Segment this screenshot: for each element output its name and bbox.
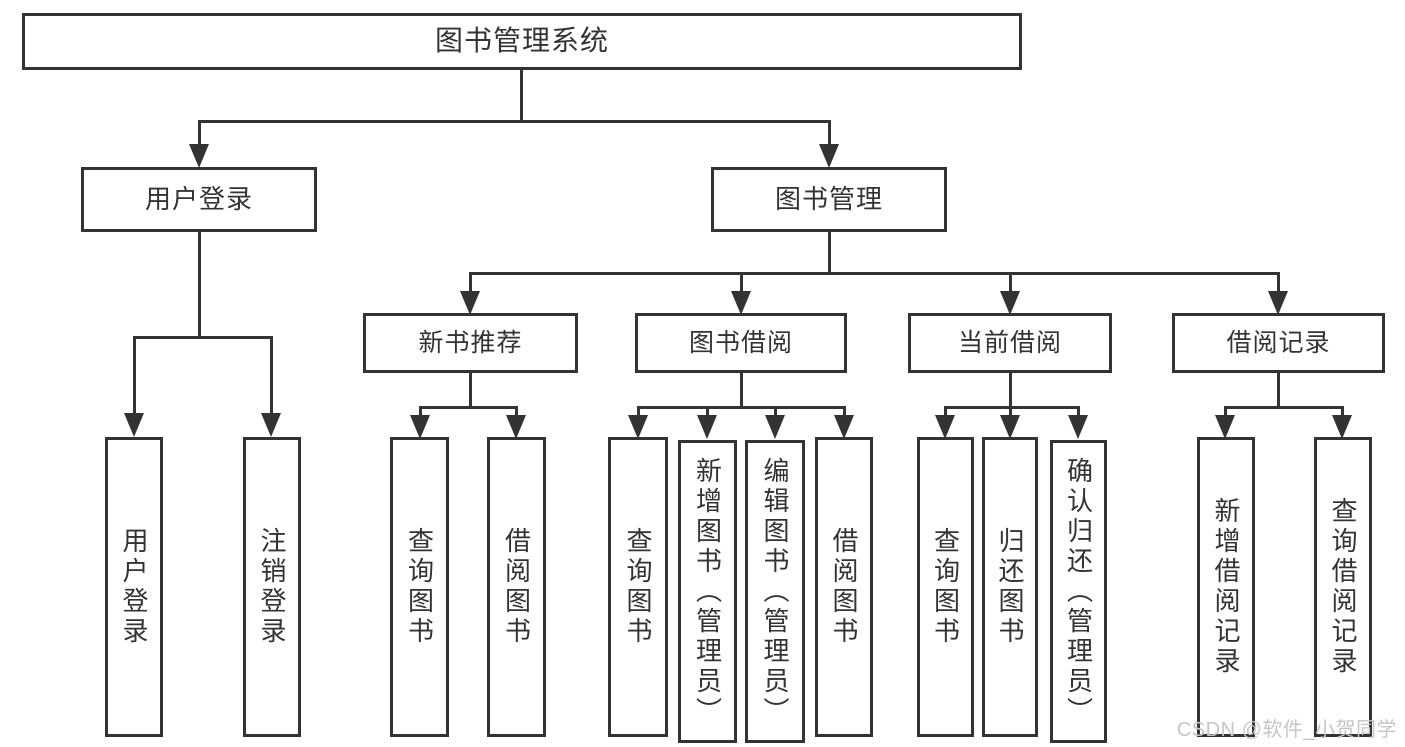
node-bb-borrow-book: 借阅图书	[815, 437, 873, 737]
arrow-bb-query-book	[628, 415, 648, 439]
arrow-book-borrow	[731, 291, 751, 315]
edge-drop-br-add-record	[1224, 406, 1227, 417]
edge-user-login-rail	[133, 336, 273, 339]
node-logout-leaf: 注销登录	[243, 437, 301, 737]
node-br-query-record: 查询借阅记录	[1314, 437, 1372, 737]
edge-drop-new-book-recommend	[469, 272, 472, 294]
node-bb-edit-book-admin: 编辑图书（管理员）	[745, 440, 805, 743]
arrow-new-book-recommend	[460, 291, 480, 315]
arrow-bb-edit-book	[765, 415, 785, 439]
arrow-user-login	[189, 144, 209, 168]
edge-drop-logout-leaf	[270, 336, 273, 416]
csdn-watermark: CSDN @软件_小贺同学	[1176, 719, 1397, 741]
arrow-book-management	[819, 144, 839, 168]
edge-drop-cb-confirm-return	[1077, 406, 1080, 417]
arrow-bb-add-book	[697, 415, 717, 439]
edge-drop-bb-add-book	[706, 406, 709, 417]
node-bb-query-book: 查询图书	[608, 437, 668, 737]
node-user-login: 用户登录	[81, 167, 317, 232]
arrow-login-leaf	[124, 413, 144, 437]
edge-current-borrow-rail	[944, 406, 1080, 409]
edge-drop-book-borrow	[740, 272, 743, 294]
edge-drop-rec-query-book	[419, 406, 422, 417]
edge-drop-br-query-record	[1341, 406, 1344, 417]
node-bb-add-book-admin: 新增图书（管理员）	[678, 440, 737, 743]
node-cb-confirm-return-admin: 确认归还（管理员）	[1050, 440, 1107, 743]
edge-current-borrow-stem	[1009, 373, 1012, 406]
edge-drop-cb-query-book	[944, 406, 947, 417]
edge-drop-login-leaf	[133, 336, 136, 416]
edge-book-borrow-rail	[637, 406, 846, 409]
edge-book-management-stem	[828, 232, 831, 272]
arrow-logout-leaf	[261, 413, 281, 437]
arrow-br-query-record	[1332, 415, 1352, 439]
node-borrow-records: 借阅记录	[1172, 313, 1385, 373]
arrow-bb-borrow-book	[834, 415, 854, 439]
edge-drop-cb-return-book	[1009, 406, 1012, 417]
node-cb-query-book: 查询图书	[917, 437, 974, 737]
edge-new-book-recommend-stem	[469, 373, 472, 406]
arrow-borrow-records	[1268, 291, 1288, 315]
node-rec-borrow-book: 借阅图书	[487, 437, 546, 737]
node-new-book-recommend: 新书推荐	[363, 313, 578, 373]
edge-new-book-recommend-rail	[419, 406, 518, 409]
edge-user-login-stem	[198, 232, 201, 336]
node-user-login-leaf: 用户登录	[105, 437, 163, 737]
edge-drop-user-login	[198, 120, 201, 147]
edge-drop-bb-query-book	[637, 406, 640, 417]
edge-drop-bb-edit-book	[774, 406, 777, 417]
edge-drop-current-borrow	[1009, 272, 1012, 294]
node-book-management: 图书管理	[711, 167, 947, 232]
edge-root-stem	[520, 70, 523, 120]
node-book-borrow: 图书借阅	[635, 313, 847, 373]
edge-borrow-records-stem	[1277, 373, 1280, 406]
arrow-cb-confirm-return	[1068, 415, 1088, 439]
arrow-current-borrow	[1000, 291, 1020, 315]
node-br-add-record: 新增借阅记录	[1197, 437, 1255, 737]
arrow-cb-return-book	[1000, 415, 1020, 439]
edge-drop-book-management	[828, 120, 831, 147]
arrow-br-add-record	[1215, 415, 1235, 439]
edge-drop-bb-borrow-book	[843, 406, 846, 417]
node-cb-return-book: 归还图书	[982, 437, 1038, 737]
node-library-management-system: 图书管理系统	[22, 13, 1022, 70]
arrow-cb-query-book	[935, 415, 955, 439]
edge-level2-rail	[198, 120, 831, 123]
node-rec-query-book: 查询图书	[390, 437, 449, 737]
edge-book-borrow-stem	[740, 373, 743, 406]
arrow-rec-query-book	[410, 415, 430, 439]
node-current-borrow: 当前借阅	[908, 313, 1112, 373]
edge-borrow-records-rail	[1224, 406, 1344, 409]
edge-level3-rail	[469, 272, 1280, 275]
edge-drop-borrow-records	[1277, 272, 1280, 294]
edge-drop-rec-borrow-book	[515, 406, 518, 417]
arrow-rec-borrow-book	[506, 415, 526, 439]
